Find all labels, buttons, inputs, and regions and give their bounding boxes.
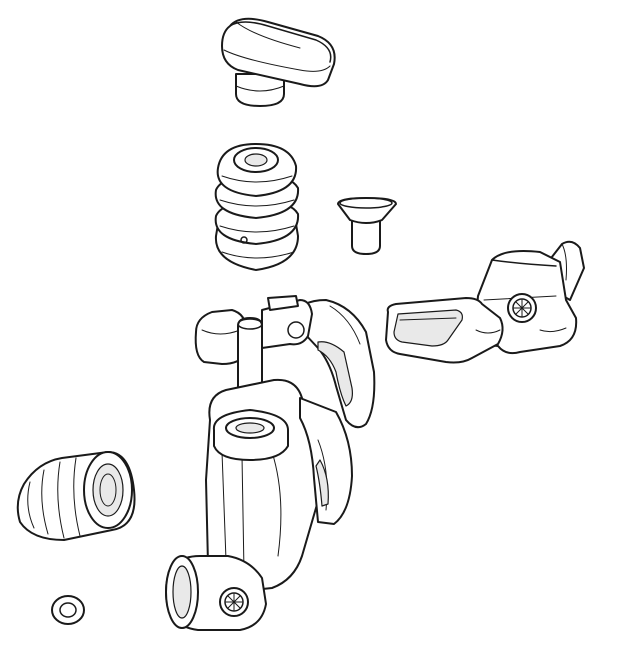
- rubber-boot: [214, 143, 300, 271]
- countersunk-screw: [337, 197, 397, 255]
- lever-body: [165, 295, 376, 631]
- barrel-cap: [16, 451, 136, 541]
- lever-blade: [385, 240, 585, 364]
- washer: [51, 595, 85, 625]
- knob: [221, 17, 336, 107]
